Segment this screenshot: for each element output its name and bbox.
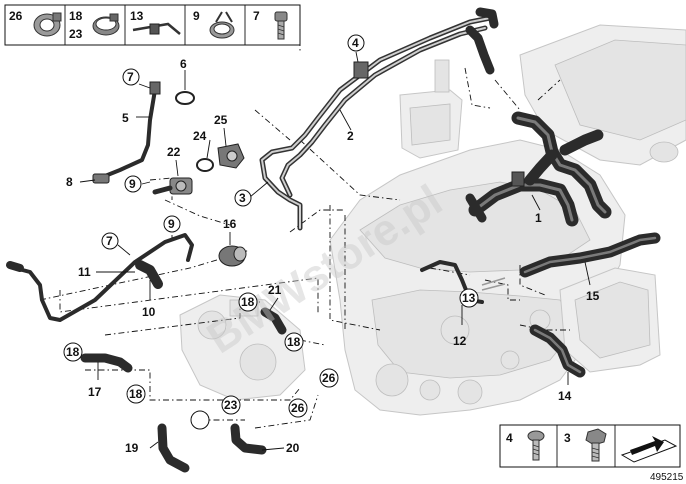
hose-part-17[interactable]: [80, 353, 133, 373]
intercooler-ghost: [519, 24, 686, 166]
callout-17: 17: [88, 385, 102, 399]
hose-part-14[interactable]: [529, 324, 586, 378]
callout-2: 2: [347, 129, 354, 143]
callout-15: 15: [586, 289, 600, 303]
band-clamp-icon: [92, 13, 120, 36]
guide-lines: [39, 40, 570, 429]
callout-24: 24: [193, 129, 207, 143]
hose-part-19[interactable]: [157, 423, 190, 473]
callout-18c: 18: [241, 295, 255, 309]
callout-25: 25: [214, 113, 228, 127]
callout-21: 21: [268, 283, 282, 297]
hex-bolt-icon: [585, 428, 607, 462]
callout-18a: 18: [66, 345, 80, 359]
bolt-icon: [274, 11, 288, 40]
callout-9a: 9: [129, 177, 136, 191]
callout-8: 8: [66, 175, 73, 189]
seal-part-24[interactable]: [196, 158, 214, 172]
callout-11: 11: [78, 265, 91, 279]
callout-16: 16: [223, 217, 237, 231]
hose-part-21[interactable]: [260, 307, 287, 335]
callout-13: 13: [462, 291, 476, 305]
hose-clamp-icon: [33, 12, 62, 37]
hose-part-10[interactable]: [135, 260, 163, 289]
callout-18b: 18: [129, 387, 143, 401]
coolant-line-part-2[interactable]: [259, 7, 499, 231]
callout-6: 6: [180, 57, 187, 71]
callout-26a: 26: [322, 371, 336, 385]
legend-top-label-4-0: 7: [253, 9, 260, 23]
hose-assembly-part-1[interactable]: [465, 111, 612, 227]
egr-cooler-ghost: [559, 267, 661, 373]
spring-clip-icon: [209, 11, 235, 39]
callout-4: 4: [352, 36, 359, 50]
connector-part-16[interactable]: [218, 245, 247, 267]
callout-18d: 18: [287, 335, 301, 349]
callout-12: 12: [453, 334, 467, 348]
callout-5: 5: [122, 111, 129, 125]
callout-23: 23: [224, 398, 238, 412]
callout-26b: 26: [291, 401, 305, 415]
callout-7a: 7: [127, 70, 134, 84]
callout-3: 3: [239, 191, 246, 205]
callout-14: 14: [558, 389, 572, 403]
legend-bottom-label-1: 3: [564, 431, 571, 445]
coolant-line-part-11[interactable]: [6, 233, 194, 322]
housing-part-25[interactable]: [217, 143, 245, 169]
legend-bottom-label-0: 4: [506, 431, 513, 445]
diagram-number: 495215: [650, 472, 684, 483]
callout-7b: 7: [106, 234, 113, 248]
legend-top-label-1-0: 18: [69, 9, 83, 23]
torx-bolt-icon: [527, 430, 545, 461]
pressure-sensor-ghost: [399, 59, 463, 159]
leader-lines: [79, 51, 591, 451]
callout-1: 1: [535, 211, 542, 225]
cable-tie-icon: [132, 22, 181, 35]
callout-19: 19: [125, 441, 139, 455]
legend-top-label-1-1: 23: [69, 27, 83, 41]
callout-22: 22: [167, 145, 181, 159]
callout-10: 10: [142, 305, 156, 319]
o-ring-part-6[interactable]: [175, 91, 195, 105]
callouts: 1 2 5 6 8 10 11 12 14 15 16 17 19 20 21 …: [63, 34, 600, 455]
sensor-line-part-5[interactable]: [92, 81, 161, 184]
engine-block-ghost: [329, 139, 626, 416]
legend-bottom: 4 3: [499, 424, 681, 468]
legend-top-label-2-0: 13: [130, 9, 144, 23]
hose-part-15[interactable]: [519, 232, 661, 278]
callout-20: 20: [286, 441, 300, 455]
thermostat-part-22[interactable]: [152, 177, 193, 195]
arrow-plate-icon: [620, 436, 678, 463]
legend-top: 26 18 23 13 9 7: [4, 4, 301, 46]
legend-top-label-0-0: 26: [9, 9, 23, 23]
hose-part-20[interactable]: [230, 423, 267, 455]
legend-top-label-3-0: 9: [193, 9, 200, 23]
callout-9b: 9: [168, 217, 175, 231]
